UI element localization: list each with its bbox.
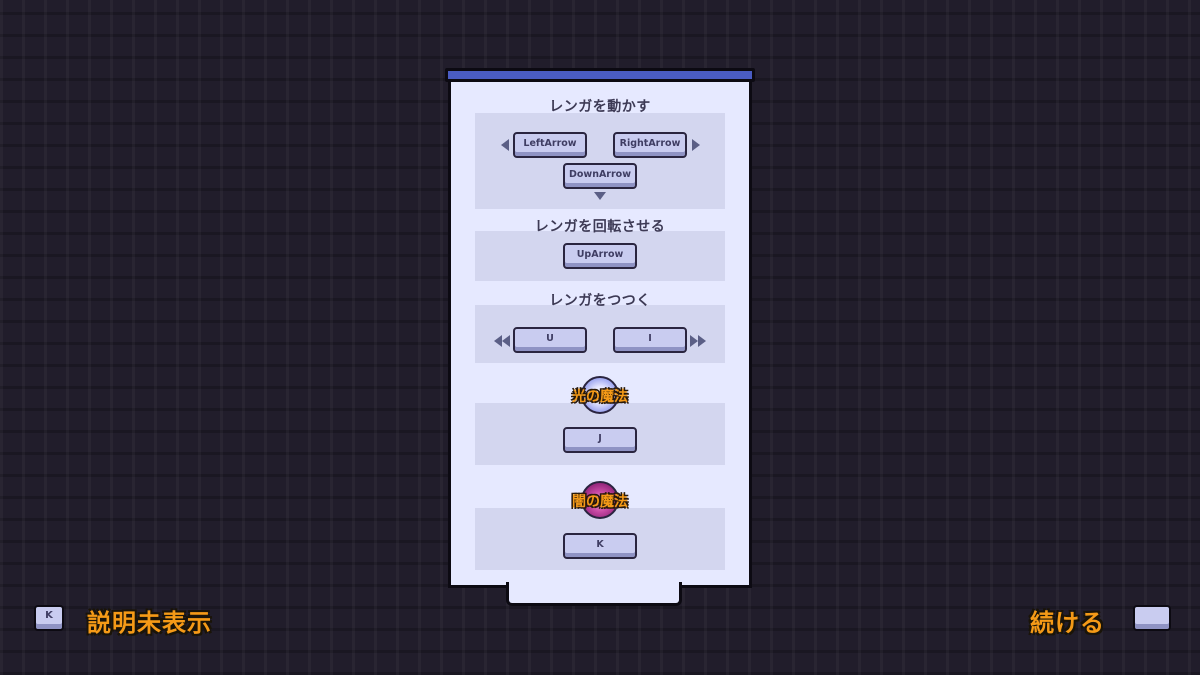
push-right-double-arrow-icon: [690, 335, 698, 347]
right-arrow-key[interactable]: RightArrow: [613, 132, 687, 158]
light-magic-orb-icon: [581, 376, 619, 414]
up-arrow-key[interactable]: UpArrow: [563, 243, 637, 269]
push-section-title: レンガをつつく: [549, 293, 651, 309]
panel-header-bar: [445, 68, 755, 82]
continue-label[interactable]: 続ける: [1030, 609, 1105, 637]
push-left-double-arrow-icon: [494, 335, 502, 347]
dark-magic-title: 闇の魔法: [572, 494, 628, 510]
left-arrow-key[interactable]: LeftArrow: [513, 132, 587, 158]
panel-bottom-tab: [506, 582, 682, 606]
move-down-arrow-icon: [594, 192, 606, 200]
continue-key[interactable]: [1133, 605, 1171, 631]
move-left-arrow-icon: [501, 139, 509, 151]
push-right-double-arrow-icon-2: [698, 335, 706, 347]
move-right-arrow-icon: [692, 139, 700, 151]
j-key[interactable]: J: [563, 427, 637, 453]
light-magic-title: 光の魔法: [572, 389, 628, 405]
hide-help-key[interactable]: K: [34, 605, 64, 631]
push-left-double-arrow-icon-2: [502, 335, 510, 347]
down-arrow-key[interactable]: DownArrow: [563, 163, 637, 189]
controls-help-panel: レンガを動かす LeftArrow RightArrow DownArrow レ…: [445, 68, 755, 606]
u-key[interactable]: U: [513, 327, 587, 353]
i-key[interactable]: I: [613, 327, 687, 353]
move-section-title: レンガを動かす: [549, 99, 651, 115]
dark-magic-orb-icon: [581, 481, 619, 519]
rotate-section-title: レンガを回転させる: [534, 219, 666, 235]
hide-help-label[interactable]: 説明未表示: [87, 609, 212, 637]
k-key[interactable]: K: [563, 533, 637, 559]
